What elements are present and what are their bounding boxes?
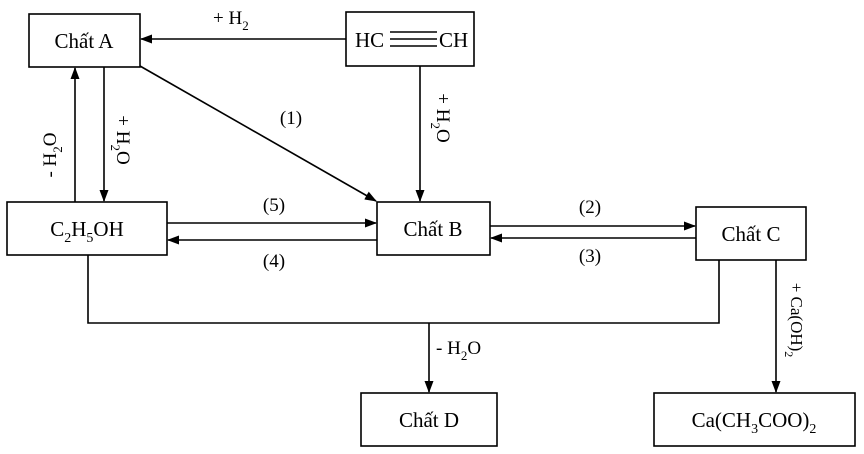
label-step-2: (2) — [579, 197, 601, 218]
node-chat-b-label: Chất B — [404, 217, 463, 241]
label-plus-h2o-acetylene-rotated: + H2O — [428, 93, 453, 142]
node-chat-d: Chất D — [360, 392, 498, 447]
node-chat-c: Chất C — [695, 206, 807, 261]
svg-text:+ Ca(OH)2: + Ca(OH)2 — [782, 283, 806, 358]
node-chat-b: Chất B — [376, 201, 491, 256]
svg-text:+ H2O: + H2O — [108, 115, 133, 164]
label-plus-caoh2-rotated: + Ca(OH)2 — [782, 283, 806, 358]
node-calcium-acetate-label: Ca(CH3COO)2 — [692, 408, 817, 437]
label-plus-h2o-down-rotated: + H2O — [108, 115, 133, 164]
node-calcium-acetate: Ca(CH3COO)2 — [653, 392, 856, 447]
node-ethanol-label: C2H5OH — [50, 217, 124, 246]
node-ethanol: C2H5OH — [6, 201, 168, 256]
node-acetylene: HC CH — [345, 11, 475, 67]
label-step-5: (5) — [263, 195, 285, 216]
svg-text:+ H2O: + H2O — [428, 93, 453, 142]
label-minus-h2o-esterification: - H2O — [436, 338, 481, 363]
label-step-3: (3) — [579, 246, 601, 267]
arrow-a-to-b — [139, 65, 377, 202]
label-plus-h2: + H2 — [213, 8, 249, 33]
esterification-connector — [87, 255, 720, 324]
node-chat-a: Chất A — [28, 13, 141, 68]
acetylene-right-label: CH — [439, 28, 468, 52]
node-chat-c-label: Chất C — [722, 222, 781, 246]
node-chat-a-label: Chất A — [55, 29, 115, 53]
label-step-4: (4) — [263, 251, 285, 272]
label-minus-h2o-rotated: - H2O — [40, 132, 65, 177]
node-chat-d-label: Chất D — [399, 408, 459, 432]
svg-text:- H2O: - H2O — [40, 132, 65, 177]
label-step-1: (1) — [280, 108, 302, 129]
acetylene-left-label: HC — [355, 28, 384, 52]
